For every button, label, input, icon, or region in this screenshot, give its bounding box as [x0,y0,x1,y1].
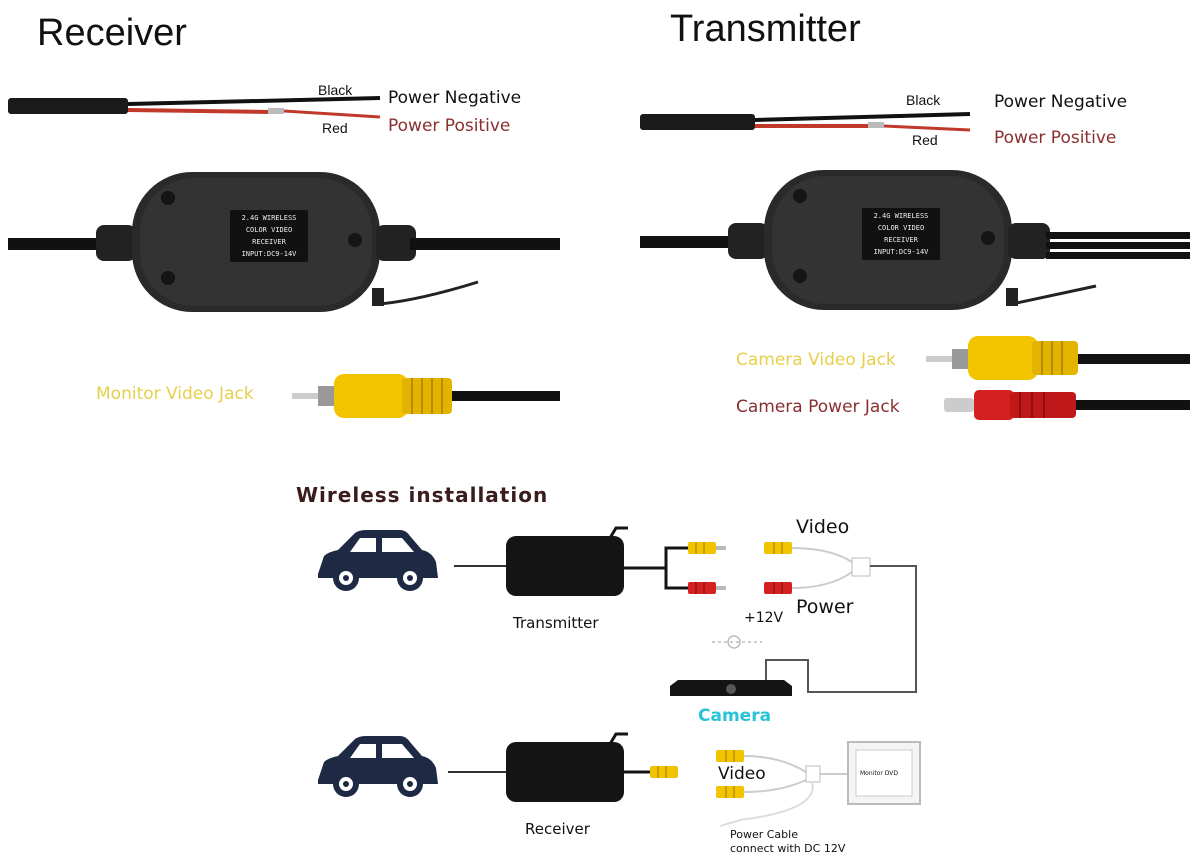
transmitter-wire-red-label: Red [912,132,938,148]
installation-title: Wireless installation [296,483,549,507]
camera-video-jack-label: Camera Video Jack [736,350,896,370]
receiver-module-label: 2.4G WIRELESS COLOR VIDEO RECEIVER INPUT… [228,208,310,264]
transmitter-box [506,526,688,596]
monitor-video-jack-label: Monitor Video Jack [96,384,254,404]
transmitter-power-cable [640,112,971,132]
install-transmitter-label: Transmitter [513,614,599,632]
install-power-label: Power [796,596,854,618]
install-video2-label: Video [718,764,766,784]
receiver-power-positive: Power Positive [388,116,511,136]
installation-diagram [318,526,921,827]
camera-power-jack [944,390,1190,420]
receiver-power-cable [8,96,381,119]
monitor-dvd-label: Monitor DVD [860,770,898,777]
camera-power-jack-label: Camera Power Jack [736,397,900,417]
monitor-icon [847,741,921,805]
install-receiver-label: Receiver [525,820,590,838]
transmitter-wire-black-label: Black [906,92,941,108]
receiver-wire-black-label: Black [318,82,353,98]
receiver-monitor-jack [292,374,560,418]
receiver-wire-red-label: Red [322,120,348,136]
transmitter-video-plug [688,542,726,554]
receiver-box [506,732,650,802]
receiver-title: Receiver [37,12,187,54]
camera-video-plug [764,542,853,563]
transmitter-module-label: 2.4G WIRELESS COLOR VIDEO RECEIVER INPUT… [860,206,942,262]
transmitter-power-plug [688,582,726,594]
receiver-video-plug [650,766,678,778]
install-video-label: Video [796,516,850,538]
transmitter-power-positive: Power Positive [994,128,1117,148]
transmitter-power-negative: Power Negative [994,92,1128,112]
transmitter-title: Transmitter [670,8,861,50]
receiver-power-negative: Power Negative [388,88,522,108]
power-cable-note: Power Cable connect with DC 12V [730,828,846,855]
camera-video-jack [926,336,1190,380]
install-12v-label: +12V [744,610,784,626]
car-icon-receiver [318,736,438,797]
install-camera-label: Camera [698,706,772,726]
monitor-video-plugs [716,750,848,827]
camera-device [670,680,792,696]
camera-power-plug [764,571,853,594]
ground-icon [712,635,762,649]
car-icon [318,530,438,591]
